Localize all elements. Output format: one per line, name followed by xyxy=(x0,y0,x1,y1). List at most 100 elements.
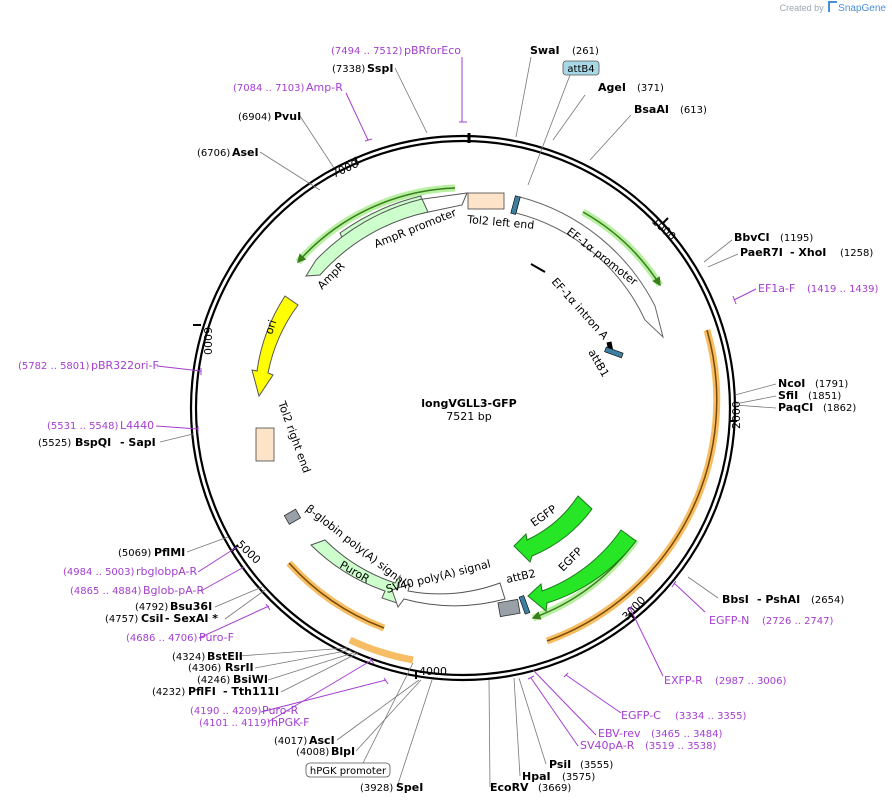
primer-exfpr-name: EXFP-R xyxy=(664,674,703,687)
ef1a-promoter-arrow xyxy=(515,196,664,339)
enzyme-spei-name: SpeI xyxy=(396,781,423,794)
egfp-label-2: EGFP xyxy=(556,545,586,575)
enzyme-ncoi-pos: (1791) xyxy=(815,379,848,390)
attb4-label-box xyxy=(562,60,600,76)
enzyme-pvui-name: PvuI xyxy=(274,110,301,123)
tol2-right-box xyxy=(255,427,275,462)
egfp-arrow-1 xyxy=(513,495,593,563)
primer-rbglobpar-name: rbglobpA-R xyxy=(136,565,197,578)
attb2-label: attB2 xyxy=(505,567,537,586)
enzyme-ncoi-name: NcoI xyxy=(778,377,805,390)
enzyme-csii-pos: (4757) xyxy=(105,614,138,625)
primer-leaders xyxy=(155,57,757,747)
attb2-box xyxy=(518,595,531,615)
tick-1000: 1000 xyxy=(649,215,678,244)
enzyme-bsteii-name: BstEII xyxy=(207,650,243,663)
enzyme-spei-pos: (3928) xyxy=(360,783,393,794)
primer-hpgkf-range: (4101 .. 4119) xyxy=(199,718,271,729)
enzyme-rsrii-name: RsrII xyxy=(225,661,254,674)
tick-4000: 4000 xyxy=(419,665,447,678)
enzyme-pflmi-pos: (5069) xyxy=(118,548,151,559)
primer-l4440-range: (5531 .. 5548) xyxy=(47,421,119,432)
enzyme-csii-name: CsiI xyxy=(141,612,163,625)
enzyme-bsu36i-name: Bsu36I xyxy=(170,600,212,613)
enzyme-sspi-name: SspI xyxy=(367,62,393,75)
enzyme-bspqi-name: BspQI xyxy=(75,436,111,449)
enzyme-pshai-name: - PshAI xyxy=(757,593,800,606)
primer-pbr322ori-name: pBR322ori-F xyxy=(91,359,159,372)
primer-egfpc-range: (3334 .. 3355) xyxy=(675,711,747,722)
enzyme-agei-pos: (371) xyxy=(637,83,664,94)
backbone-inner xyxy=(194,139,732,677)
attb4-marker xyxy=(510,195,521,215)
primer-hpgkf-name: hPGK-F xyxy=(271,716,309,729)
enzyme-bsu36i-pos: (4792) xyxy=(135,602,168,613)
primer-ampr-name: Amp-R xyxy=(306,81,343,94)
enzyme-bsiwi-pos: (4246) xyxy=(197,675,230,686)
bglobin-polya-box xyxy=(283,508,302,525)
enzyme-pvui-pos: (6904) xyxy=(238,112,271,123)
enzyme-asci-pos: (4017) xyxy=(274,736,307,747)
enzyme-pflfi-pos: (4232) xyxy=(152,687,185,698)
enzyme-xhoi-name: - XhoI xyxy=(790,246,826,259)
primer-puror-range: (4190 .. 4209) xyxy=(190,706,262,717)
enzyme-blpi-pos: (4008) xyxy=(296,747,329,758)
orange-region-puro-line xyxy=(288,562,385,629)
tol2-left-label: Tol2 left end xyxy=(466,213,535,232)
enzyme-hpai-name: HpaI xyxy=(522,770,551,783)
orange-region-egfp xyxy=(545,329,721,645)
backbone-outer xyxy=(189,134,737,682)
enzyme-sfii-pos: (1851) xyxy=(808,391,841,402)
enzyme-bsaai-name: BsaAI xyxy=(634,103,669,116)
primer-l4440-name: L4440 xyxy=(120,419,154,432)
primer-purof-range: (4686 .. 4706) xyxy=(126,633,198,644)
enzyme-rsrii-pos: (4306) xyxy=(188,663,221,674)
enzyme-sspi-pos: (7338) xyxy=(332,64,365,75)
primer-puror-name: Puro-R xyxy=(262,704,299,717)
primer-ampr-range: (7084 .. 7103) xyxy=(233,83,305,94)
enzyme-bsaai-pos: (613) xyxy=(680,105,707,116)
plasmid-name: longVGLL3-GFP xyxy=(421,397,516,410)
primer-exfpr-range: (2987 .. 3006) xyxy=(715,676,787,687)
enzyme-ecorv-name: EcoRV xyxy=(490,781,529,794)
enzyme-swai-name: SwaI xyxy=(530,44,560,57)
enzyme-bbsi-name: BbsI xyxy=(722,593,749,606)
enzyme-sapi-name: - SapI xyxy=(120,436,156,449)
enzyme-hpai-pos: (3575) xyxy=(562,772,595,783)
enzyme-bsteii-pos: (4324) xyxy=(172,652,205,663)
orange-region-hpgk xyxy=(348,636,414,664)
plasmid-size: 7521 bp xyxy=(446,410,491,423)
primer-pbrforeco-range: (7494 .. 7512) xyxy=(331,46,403,57)
green-arrow-ampr xyxy=(297,187,456,264)
enzyme-bsiwi-name: BsiWI xyxy=(233,673,268,686)
ori-label: ori xyxy=(262,318,279,336)
ef1a-intron-start xyxy=(530,263,546,273)
attb1-box xyxy=(604,346,624,359)
enzyme-bbsi-pos: (2654) xyxy=(811,595,844,606)
ef1a-promoter-label: EF-1α promoter xyxy=(564,225,640,289)
attb4-label: attB4 xyxy=(567,64,594,75)
enzyme-psii-pos: (3555) xyxy=(580,760,613,771)
snapgene-logo-icon xyxy=(828,1,838,12)
enzyme-leaders xyxy=(159,56,777,788)
hpgk-promoter-label: hPGK promoter xyxy=(310,766,387,777)
enzyme-paer7i-name: PaeR7I xyxy=(740,246,783,259)
primer-pbr322ori-range: (5782 .. 5801) xyxy=(18,361,90,372)
primer-ebvrev-range: (3465 .. 3484) xyxy=(651,729,723,740)
attb4-leader xyxy=(527,74,571,186)
enzyme-pflmi-name: PflMI xyxy=(154,546,185,559)
primer-bglobpar-range: (4865 .. 4884) xyxy=(70,586,142,597)
enzyme-agei-name: AgeI xyxy=(598,81,626,94)
enzyme-blpi-name: BlpI xyxy=(331,745,355,758)
enzyme-bbvci-name: BbvCI xyxy=(734,231,770,244)
enzyme-swai-pos: (261) xyxy=(572,46,599,57)
sv40-polya-arrow xyxy=(391,582,506,609)
hpgk-leader xyxy=(362,662,414,764)
tol2-left-box xyxy=(467,192,505,210)
enzyme-asci-name: AscI xyxy=(309,734,335,747)
egfp-arrow-2 xyxy=(527,529,637,612)
enzyme-pflfi-name: PflFI xyxy=(188,685,216,698)
puror-label: PuroR xyxy=(338,558,373,585)
enzyme-sfii-name: SfiI xyxy=(778,389,798,402)
primer-rbglobpar-range: (4984 .. 5003) xyxy=(63,567,135,578)
